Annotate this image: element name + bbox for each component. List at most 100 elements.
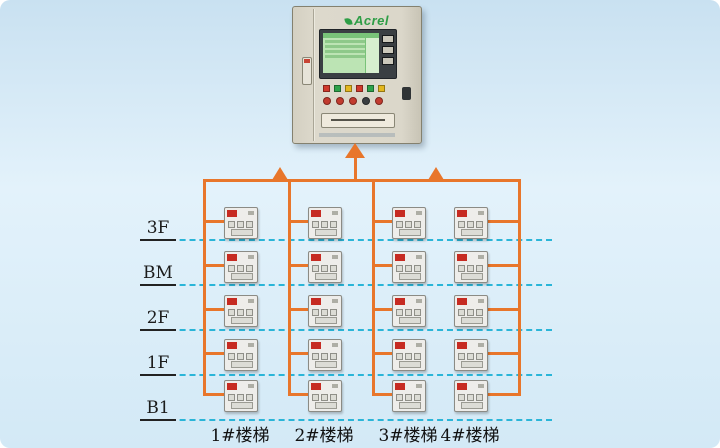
module-terminal [231,273,253,280]
bus-stub [372,308,392,311]
monitor-module [392,339,426,371]
monitor-module [224,380,258,412]
monitor-module [224,251,258,283]
module-buttons [458,265,483,272]
status-lamp [311,383,321,390]
status-lamp [457,210,467,217]
control-cabinet: Acrel [292,6,422,144]
module-tag [332,343,338,347]
bus-stub [372,352,392,355]
module-buttons [312,394,337,401]
floor-divider [140,374,552,376]
monitor-module [454,380,488,412]
display-screen [323,33,379,73]
monitor-module [308,207,342,239]
screen-side-panel [365,38,379,73]
module-terminal [315,317,337,324]
module-tag [248,384,254,388]
screen-row [325,40,376,43]
monitor-module [392,207,426,239]
module-terminal [399,402,421,409]
level-indicator [302,57,312,85]
bus-stub [486,264,521,267]
module-tag [332,299,338,303]
bus-stub [203,393,224,396]
module-buttons [396,394,421,401]
module-tag [478,255,484,259]
monitor-module [392,295,426,327]
module-buttons [228,265,253,272]
module-buttons [396,221,421,228]
module-tag [478,211,484,215]
module-tag [248,211,254,215]
module-terminal [231,229,253,236]
bus-arrow-left [272,167,288,180]
module-terminal [231,402,253,409]
module-tag [416,299,422,303]
bus-stub [486,352,521,355]
module-terminal [399,229,421,236]
module-buttons [228,309,253,316]
bus-stub [486,220,521,223]
bus-stub [288,352,308,355]
bus-riser [354,157,357,180]
status-lamp [457,383,467,390]
module-terminal [399,317,421,324]
module-buttons [396,353,421,360]
bus-stub [203,220,224,223]
module-terminal [461,273,483,280]
module-buttons [312,353,337,360]
module-terminal [315,402,337,409]
module-terminal [231,317,253,324]
status-lamp [227,210,237,217]
bus-trunk [203,179,521,182]
floor-label: BM [143,263,173,283]
module-buttons [312,309,337,316]
status-lamp [395,298,405,305]
module-buttons [458,394,483,401]
bus-stub [203,308,224,311]
bus-stub [288,220,308,223]
monitor-module [392,251,426,283]
module-terminal [231,361,253,368]
floor-divider [140,329,552,331]
module-tag [332,211,338,215]
stair-label: 3#楼梯 [378,426,438,446]
module-buttons [458,353,483,360]
bus-stub [372,264,392,267]
module-buttons [228,394,253,401]
monitor-module [224,295,258,327]
module-tag [332,255,338,259]
status-lamp [227,298,237,305]
display-bezel [319,29,397,79]
status-lamp [395,383,405,390]
module-tag [248,299,254,303]
module-tag [478,384,484,388]
floor-label: 1F [146,353,170,373]
monitor-module [224,339,258,371]
module-terminal [315,361,337,368]
module-terminal [461,402,483,409]
status-lamp [457,298,467,305]
paper-slot [331,119,385,121]
monitor-module [308,251,342,283]
monitor-module [392,380,426,412]
module-tag [248,255,254,259]
monitor-module [308,339,342,371]
monitor-module [224,207,258,239]
status-lamp [227,383,237,390]
module-buttons [312,221,337,228]
bus-stub [486,308,521,311]
module-tag [478,343,484,347]
function-keys [382,35,394,68]
module-buttons [396,265,421,272]
cabinet-door-seam [313,9,314,141]
status-lamp [395,210,405,217]
bus-arrow-to-cabinet [345,143,365,158]
stair-label: 2#楼梯 [294,426,354,446]
floor-underline [140,329,176,331]
module-buttons [228,353,253,360]
brand-logo: Acrel [313,13,421,28]
module-terminal [315,273,337,280]
